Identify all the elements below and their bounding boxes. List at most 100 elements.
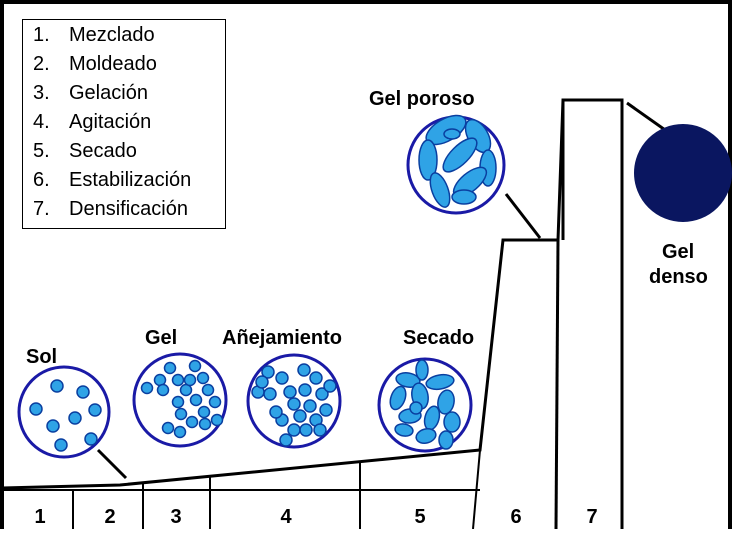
particle-cluster [451,189,477,205]
sol-particles-circle [17,365,111,459]
stage-label-aging: Añejamiento [222,327,343,349]
legend-item: 7. Densificación [33,198,188,221]
step-number: 6 [510,506,522,528]
particle [319,403,333,417]
particle [198,417,212,431]
step-number: 7 [586,506,598,528]
process-staircase [1,98,624,529]
particle [313,423,327,437]
particle [183,373,197,387]
legend-text: Secado [69,140,137,162]
legend-number: 1. [33,24,50,46]
particle [299,423,313,437]
particle [269,405,283,419]
particle-cluster [418,139,438,181]
particle-cluster [442,137,478,173]
particle [201,383,215,397]
particle [287,423,301,437]
particle [323,379,337,393]
particle [173,425,187,439]
legend-item: 5. Secado [33,140,137,163]
legend-item: 2. Moldeado [33,53,157,76]
particle-cluster [443,128,461,140]
particle [287,397,301,411]
particle [196,371,210,385]
particle [171,373,185,387]
particle [297,363,311,377]
particle [197,405,211,419]
legend-text: Agitación [69,111,152,133]
legend-number: 2. [33,53,50,75]
particle [163,361,177,375]
particle [171,395,185,409]
particle [185,415,199,429]
legend-number: 4. [33,111,50,133]
particle [275,371,289,385]
dense-gel-circle [634,124,732,222]
stage-label-dense-gel-line2: denso [649,266,708,288]
particle [189,393,203,407]
particle [315,387,329,401]
divider [472,449,481,530]
step-number: 2 [104,506,116,528]
legend-item: 3. Gelación [33,82,148,105]
particle [293,409,307,423]
particle-cluster [443,411,461,433]
legend-text: Estabilización [69,169,192,191]
stage-label-gel: Gel [145,327,178,349]
legend-number: 6. [33,169,50,191]
particle [210,413,224,427]
particle [156,383,170,397]
particle [161,421,175,435]
step-number: 5 [414,506,426,528]
stage-label-dense-gel-line1: Gel [662,241,695,263]
legend-number: 5. [33,140,50,162]
particle-cluster [415,428,437,444]
particle [208,395,222,409]
particle [303,399,317,413]
particle-cluster [437,389,455,415]
legend-item: 1. Mezclado [33,24,155,47]
step-number: 4 [280,506,292,528]
stage-label-sol: Sol [26,346,58,368]
legend-number: 3. [33,82,50,104]
legend-number: 7. [33,198,50,220]
stage-label-porous-gel: Gel poroso [369,88,475,110]
legend-box: 1. Mezclado 2. Moldeado 3. Gelación 4. Agita… [22,19,226,229]
particle [174,407,188,421]
step-number: 1 [34,506,46,528]
connector-sol [96,448,128,480]
divider [554,239,560,530]
particle [309,371,323,385]
step-number: 3 [170,506,182,528]
particle-cluster [409,401,423,415]
particle [279,433,293,447]
gel-network-circle [132,352,228,448]
particle-cluster [429,172,451,208]
particle [255,375,269,389]
porous-gel-circle [406,114,506,215]
particle-cluster [438,430,454,450]
legend-text: Mezclado [69,24,155,46]
particle [261,365,275,379]
particle [283,385,297,399]
legend-text: Densificación [69,198,188,220]
aging-network-circle [246,353,342,449]
particle-cluster [394,423,414,437]
connector-gel-denso [626,101,669,134]
particle-cluster [389,385,407,411]
legend-item: 4. Agitación [33,111,151,134]
legend-text: Moldeado [69,53,157,75]
particle-cluster [395,372,421,388]
particle [140,381,154,395]
legend-item: 6. Estabilización [33,169,191,192]
legend-text: Gelación [69,82,148,104]
particle [298,383,312,397]
stage-label-drying: Secado [403,327,475,349]
particle-cluster [425,373,455,391]
connector-gel-poroso [504,193,542,239]
particle [188,359,202,373]
